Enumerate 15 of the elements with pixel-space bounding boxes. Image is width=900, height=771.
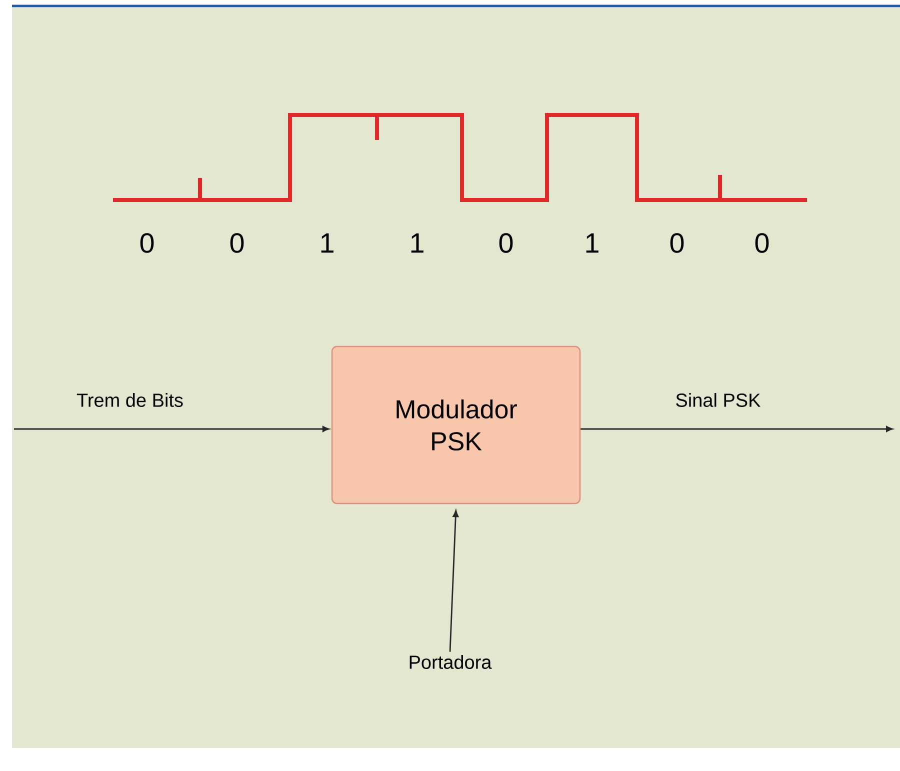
arrow <box>580 426 893 432</box>
bit-label: 0 <box>499 233 513 253</box>
bit-label: 0 <box>230 233 244 253</box>
bit-label: 1 <box>321 233 334 253</box>
bit-label: 1 <box>411 233 424 253</box>
bit-label: 1 <box>586 233 598 253</box>
arrow <box>14 426 330 432</box>
bit-label: 0 <box>140 233 154 253</box>
edge-label: Sinal PSK <box>676 393 761 407</box>
bit-label: 0 <box>755 233 769 253</box>
input-label: Portadora <box>410 655 492 669</box>
arrow <box>449 510 459 652</box>
bit-label: 0 <box>670 233 684 253</box>
process-box: Modulador PSK <box>331 346 581 504</box>
edge-label: Trem de Bits <box>76 393 183 407</box>
